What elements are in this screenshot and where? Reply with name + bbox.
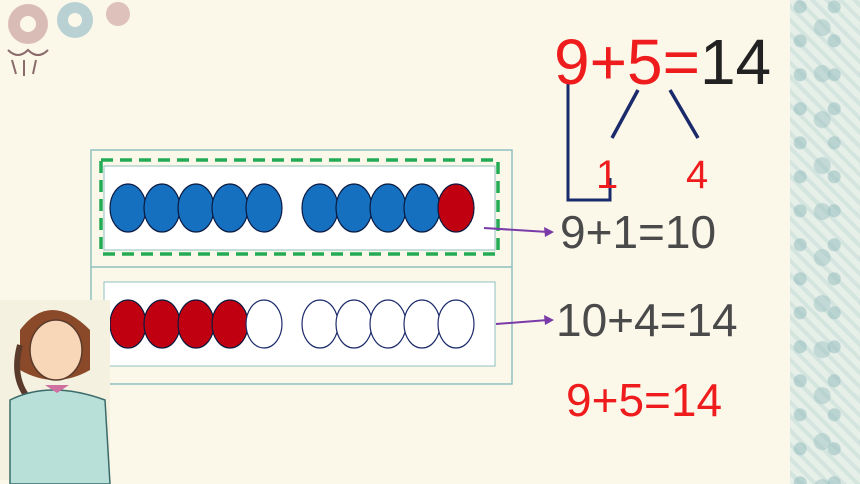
counter-red xyxy=(211,299,249,349)
counter-blue xyxy=(403,183,441,233)
counter-blue xyxy=(245,183,283,233)
counter-empty xyxy=(335,299,373,349)
addend-5: 5 xyxy=(627,26,663,98)
answer-equation: 9+5=14 xyxy=(566,374,722,426)
girl-illustration xyxy=(0,300,111,484)
lace-border xyxy=(790,0,860,484)
addend-9: 9 xyxy=(554,26,590,98)
counter-red xyxy=(109,299,147,349)
counter-blue xyxy=(177,183,215,233)
counter-blue xyxy=(301,183,339,233)
arrow-row1-icon xyxy=(483,227,554,237)
split-line-left xyxy=(610,89,640,139)
make-ten-dashed-box xyxy=(99,158,500,256)
split-line-right xyxy=(668,89,700,139)
main-equation: 9+5=14 xyxy=(554,26,771,98)
split-value-1: 1 xyxy=(596,153,618,197)
counter-red xyxy=(437,183,475,233)
counter-red xyxy=(177,299,215,349)
step-equation-2: 10+4=14 xyxy=(556,294,738,346)
counter-empty xyxy=(403,299,441,349)
counter-empty xyxy=(437,299,475,349)
combine-bracket xyxy=(566,82,612,202)
plus-sign: + xyxy=(590,26,627,98)
counter-blue xyxy=(109,183,147,233)
counter-red xyxy=(143,299,181,349)
floral-ornament-icon xyxy=(7,2,130,76)
split-value-4: 4 xyxy=(686,153,708,197)
counter-row-1 xyxy=(109,183,475,233)
counter-empty xyxy=(301,299,339,349)
counter-blue xyxy=(143,183,181,233)
counter-blue xyxy=(211,183,249,233)
sum-14: 14 xyxy=(700,26,771,98)
counter-blue xyxy=(335,183,373,233)
counter-empty xyxy=(245,299,283,349)
equals-sign: = xyxy=(663,26,700,98)
arrow-row2-icon xyxy=(495,315,554,325)
counter-empty xyxy=(369,299,407,349)
counter-row-2 xyxy=(109,299,475,349)
counter-blue xyxy=(369,183,407,233)
step-equation-1: 9+1=10 xyxy=(560,206,716,258)
